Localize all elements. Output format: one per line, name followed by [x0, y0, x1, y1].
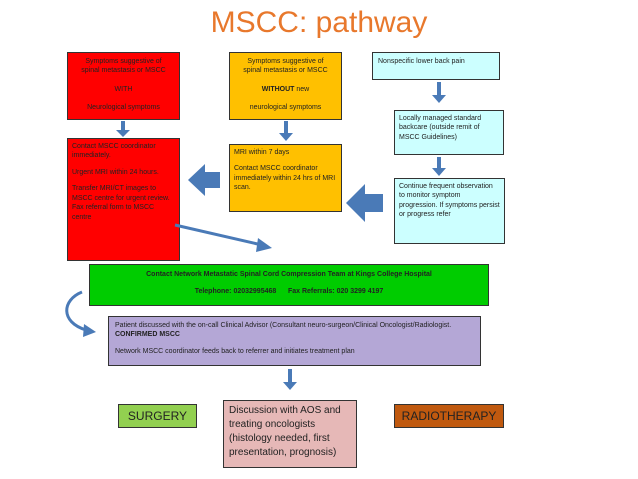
symptoms-with-neuro-box: Symptoms suggestive of spinal metastasis…	[67, 52, 180, 120]
confirmed-mscc-label: CONFIRMED MSCC	[115, 331, 180, 339]
radiotherapy-label: RADIOTHERAPY	[401, 409, 497, 423]
red-contact-p1: Contact MSCC coordinator immediately.	[72, 143, 156, 160]
without-label: WITHOUT	[261, 85, 295, 93]
red-symptoms-with: WITH	[114, 85, 133, 93]
green-contact-line1: Contact Network Metastatic Spinal Cord C…	[146, 271, 432, 278]
contact-coordinator-urgent-box: Contact MSCC coordinator immediately. Ur…	[67, 138, 180, 261]
arrow-left-mri-to-urgent	[188, 164, 220, 196]
discussion-text: Discussion with AOS and treating oncolog…	[229, 405, 341, 458]
red-symptoms-line1: Symptoms suggestive of	[85, 58, 162, 65]
surgery-box: SURGERY	[118, 404, 197, 428]
yellow-symptoms-line1: Symptoms suggestive of	[247, 58, 324, 65]
arrow-down-purple	[283, 369, 297, 390]
confirmed-mscc-box: Patient discussed with the on-call Clini…	[108, 316, 481, 366]
yellow-mri-p2: Contact MSCC coordinator immediately wit…	[234, 165, 336, 192]
yellow-symptoms-line3: WITHOUT new	[230, 85, 341, 94]
page-title: MSCC: pathway	[210, 6, 428, 39]
mri-7-days-box: MRI within 7 days Contact MSCC coordinat…	[229, 144, 342, 212]
yellow-symptoms-line2: spinal metastasis or MSCC	[243, 67, 328, 75]
locally-managed-box: Locally managed standard backcare (outsi…	[394, 110, 504, 155]
arrow-curved-to-purple	[65, 290, 96, 337]
continue-obs-text: Continue frequent observation to monitor…	[399, 183, 500, 219]
discussion-box: Discussion with AOS and treating oncolog…	[223, 400, 357, 468]
surgery-label: SURGERY	[127, 409, 188, 423]
arrow-left-continue-to-mri	[346, 184, 383, 222]
locally-managed-text: Locally managed standard backcare (outsi…	[399, 115, 482, 141]
arrow-down-red	[116, 121, 130, 137]
network-contact-box: Contact Network Metastatic Spinal Cord C…	[89, 264, 489, 306]
continue-observation-box: Continue frequent observation to monitor…	[394, 178, 505, 244]
new-label: new	[294, 85, 310, 93]
red-symptoms-line4: Neurological symptoms	[87, 104, 160, 112]
red-contact-p3: Transfer MRI/CT images to MSCC centre fo…	[72, 185, 170, 221]
green-contact-line2: Telephone: 02032995468 Fax Referrals: 02…	[194, 288, 384, 296]
red-contact-p2: Urgent MRI within 24 hours.	[72, 168, 159, 176]
radiotherapy-box: RADIOTHERAPY	[394, 404, 504, 428]
nonspecific-pain-box: Nonspecific lower back pain	[372, 52, 500, 80]
arrow-down-locally-managed	[432, 157, 446, 176]
symptoms-without-neuro-box: Symptoms suggestive of spinal metastasis…	[229, 52, 342, 120]
arrow-down-nonspecific	[432, 82, 446, 103]
purple-p2: Network MSCC coordinator feeds back to r…	[115, 347, 355, 355]
yellow-mri-p1: MRI within 7 days	[234, 149, 290, 156]
nonspecific-text: Nonspecific lower back pain	[378, 58, 465, 65]
yellow-symptoms-line4: neurological symptoms	[249, 104, 322, 112]
purple-p1-text: Patient discussed with the on-call Clini…	[115, 322, 452, 329]
arrow-down-yellow	[279, 121, 293, 141]
arrow-diagonal-to-network	[174, 223, 272, 252]
purple-p1: Patient discussed with the on-call Clini…	[115, 321, 474, 340]
red-symptoms-line2: spinal metastasis or MSCC	[81, 67, 166, 75]
